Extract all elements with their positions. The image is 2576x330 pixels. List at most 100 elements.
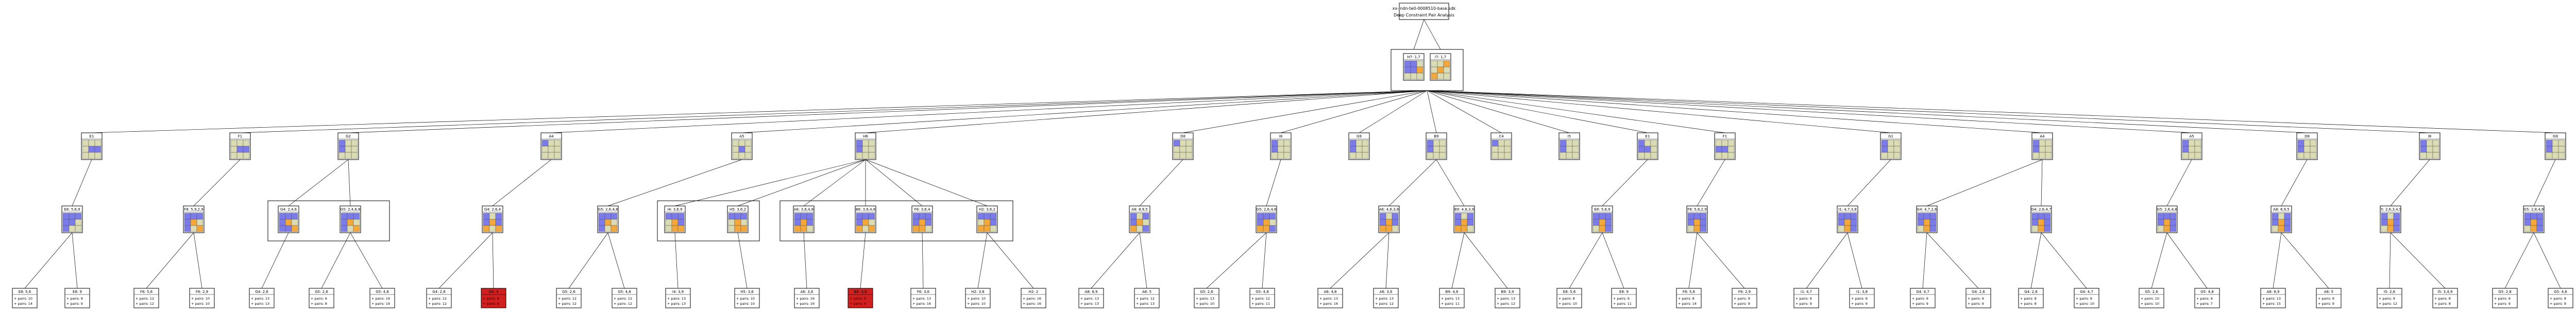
grid-cell: [2546, 140, 2553, 147]
leaf-node: G5: 2,8+ pairs: 9+ pairs: 9: [2492, 288, 2518, 308]
leaf-pairs-2: + pairs: 9: [1968, 302, 1984, 306]
grid-cell: [1263, 225, 1270, 232]
grid-cell: [2170, 225, 2177, 232]
leaf-node: E8: 5,6+ pairs: 8+ pairs: 10: [1556, 288, 1582, 308]
tree-edge: [1388, 159, 1437, 206]
leaf-label: G4: 4: [489, 290, 499, 294]
level1-node: G9: [2545, 132, 2566, 160]
tree-edge: [1847, 232, 1862, 289]
leaf-frame: [1849, 288, 1875, 308]
grid-cell: [2031, 225, 2039, 232]
grid-cell: [862, 152, 869, 159]
grid-cell: [2194, 146, 2201, 153]
grid-cell: [285, 219, 292, 226]
grid-cell: [1650, 146, 1657, 153]
grid-cell: [1599, 213, 1606, 220]
node-label: H2: 3,6,2: [979, 207, 995, 212]
grid-cell: [483, 219, 490, 226]
tree-edge: [2041, 232, 2087, 289]
grid-cell: [341, 219, 348, 226]
tree-edge: [1427, 90, 2043, 133]
node-label: A8: 8,9,5: [2273, 207, 2290, 212]
grid-cell: [88, 146, 95, 153]
tree-edge: [1423, 19, 1441, 50]
grid-cell: [2310, 140, 2317, 147]
grid-cell: [196, 225, 204, 232]
grid-cell: [2530, 225, 2537, 232]
grid-cell: [856, 152, 863, 159]
leaf-pairs-1: + pairs: 10: [967, 297, 986, 301]
grid-cell: [2272, 225, 2279, 232]
grid-cell: [611, 213, 618, 220]
leaf-pairs-2: + pairs: 8: [2020, 302, 2037, 306]
grid-cell: [2546, 152, 2553, 159]
grid-cell: [347, 225, 354, 232]
leaf-label: A8: 8,9: [2267, 290, 2280, 294]
leaf-label: H2: 3,6: [971, 290, 985, 294]
leaf-pairs-1: + pairs: 9: [1968, 297, 1984, 301]
grid-cell: [2381, 219, 2388, 226]
level1-node: B9: [1426, 132, 1447, 160]
grid-cell: [868, 225, 875, 232]
grid-cell: [291, 225, 298, 232]
grid-cell: [1887, 140, 1894, 147]
level2-node: F8: 5,6,2,9: [1686, 205, 1708, 233]
grid-cell: [1566, 140, 1573, 147]
leaf-label: G5: 2,8: [2498, 290, 2512, 294]
tree-edge: [1427, 90, 1437, 133]
node-label: G1: [1888, 134, 1893, 138]
grid-cell: [190, 213, 197, 220]
grid-cell: [2387, 219, 2394, 226]
grid-cell: [862, 213, 869, 220]
level1-node: F1: [1714, 132, 1736, 160]
tree-edge: [1688, 232, 1698, 289]
grid-cell: [604, 219, 612, 226]
grid-cell: [1454, 213, 1462, 220]
leaf-node: G5: 4,6+ pairs: 9+ pairs: 9: [2548, 288, 2573, 308]
grid-cell: [868, 213, 875, 220]
leaf-pairs-2: + pairs: 16: [1319, 302, 1338, 306]
grid-cell: [75, 219, 82, 226]
grid-cell: [1437, 73, 1444, 80]
leaf-pairs-2: + pairs: 12: [2379, 302, 2397, 306]
level1-node: D8: [1172, 132, 1194, 160]
level2-node: G4: 2,6,4,7: [2030, 205, 2052, 233]
grid-cell: [1893, 152, 1901, 159]
leaf-pairs-2: + pairs: 8: [2434, 302, 2451, 306]
level1-node: G1: [1880, 132, 1902, 160]
grid-cell: [984, 219, 991, 226]
grid-cell: [2303, 146, 2311, 153]
grid-cell: [1644, 146, 1651, 153]
leaf-node: A6: 3,6+ pairs: 13+ pairs: 12: [1373, 288, 1399, 308]
grid-cell: [345, 146, 352, 153]
tree-edge: [350, 232, 383, 289]
leaf-pairs-2: + pairs: 14: [1678, 302, 1697, 306]
grid-cell: [1416, 73, 1423, 80]
grid-cell: [856, 140, 863, 147]
grid-cell: [1572, 146, 1579, 153]
leaf-pairs-1: + pairs: 9: [1912, 297, 1928, 301]
grid-cell: [554, 140, 561, 147]
grid-cell: [794, 225, 801, 232]
grid-cell: [1715, 146, 1722, 153]
grid-cell: [1887, 146, 1894, 153]
leaf-pairs-2: + pairs: 9: [66, 302, 83, 306]
grid-cell: [1385, 225, 1393, 232]
grid-cell: [94, 140, 101, 147]
grid-cell: [1410, 60, 1417, 67]
leaf-pairs-1: + pairs: 13: [2262, 297, 2281, 301]
grid-cell: [1277, 152, 1284, 159]
node-label: I8: [2428, 134, 2432, 138]
grid-cell: [2157, 225, 2164, 232]
grid-cell: [856, 225, 863, 232]
grid-cell: [611, 225, 618, 232]
grid-cell: [279, 219, 286, 226]
grid-cell: [1439, 140, 1446, 147]
level2-node: H5: 3,6,2: [727, 205, 749, 233]
grid-cell: [1504, 146, 1511, 153]
grid-cell: [541, 152, 549, 159]
grid-cell: [1838, 213, 1845, 220]
grid-cell: [94, 152, 101, 159]
tree-edge: [2504, 232, 2534, 289]
grid-cell: [1271, 140, 1278, 147]
